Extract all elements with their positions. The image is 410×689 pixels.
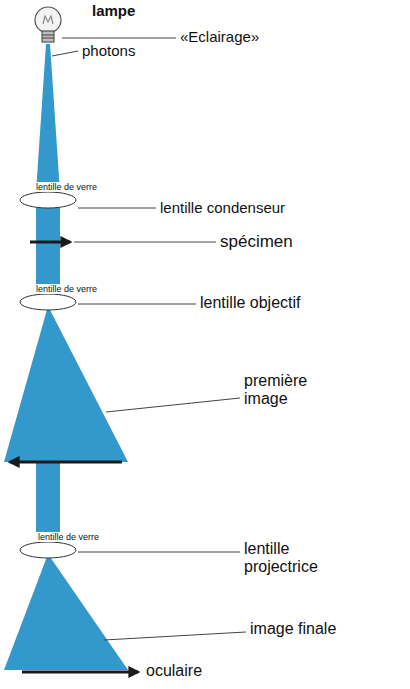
leader-line (52, 38, 246, 640)
lens-note: lentille de verre (36, 532, 101, 542)
first-image-arrow (10, 461, 122, 464)
part-name: spécimen (220, 232, 293, 252)
glass-lens (20, 192, 76, 558)
part-name: oculaire (146, 662, 202, 680)
part-name: lentille condenseur (160, 199, 285, 216)
lamp-bulb (35, 7, 61, 42)
part-name: image finale (250, 620, 336, 638)
lens-note: lentille de verre (34, 182, 99, 192)
specimen-arrow (30, 241, 70, 244)
part-name: première image (244, 372, 336, 409)
part-name: lentille objectif (200, 294, 301, 312)
lens-note: lentille de verre (34, 284, 99, 294)
part-name: lampe (92, 2, 135, 19)
final-image-arrow (22, 671, 138, 674)
part-name: «Eclairage» (180, 28, 259, 45)
part-name: photons (82, 42, 135, 59)
part-name: lentille projectrice (244, 540, 354, 577)
light-beam (4, 44, 128, 670)
